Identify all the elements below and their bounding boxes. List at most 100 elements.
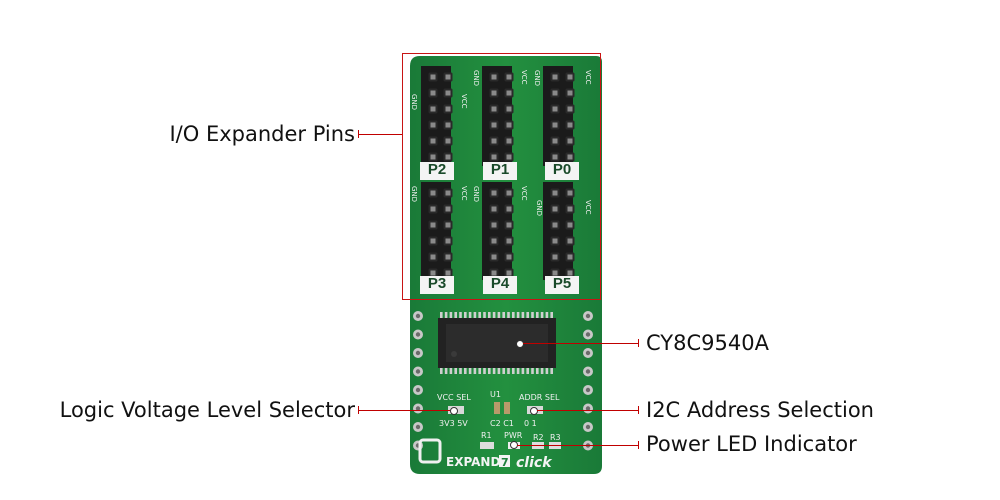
chip-leg — [507, 312, 510, 318]
addr-sel-silk: ADDR SEL — [519, 393, 560, 402]
pwr-silk: PWR — [504, 431, 523, 440]
chip-leg — [521, 312, 525, 318]
chip-leg — [449, 368, 453, 374]
board-name: EXPAND — [446, 455, 500, 469]
chip-leg — [545, 368, 549, 374]
chip-leader-line — [523, 343, 638, 344]
vcc-sel-silk: VCC SEL — [437, 393, 471, 402]
chip-leg — [502, 312, 505, 318]
chip-leg — [521, 368, 525, 374]
mikrobus-pad — [583, 329, 593, 340]
chip-leg — [444, 312, 448, 318]
chip-leg — [536, 368, 539, 374]
svg-text:GND: GND — [410, 186, 418, 202]
logic-callout-dot — [450, 407, 458, 415]
chip-label: CY8C9540A — [646, 331, 769, 355]
port-label-p3: P3 — [427, 275, 447, 292]
svg-text:VCC: VCC — [584, 200, 592, 215]
mikrobus-pad — [583, 366, 593, 377]
chip-leg — [478, 312, 481, 318]
board-name-num: 7 — [501, 456, 509, 469]
chip-callout-dot — [516, 340, 524, 348]
chip-leg — [492, 312, 496, 318]
chip-leg — [488, 312, 491, 318]
chip-leg — [488, 368, 491, 374]
svg-text:GND: GND — [472, 186, 480, 202]
chip-leg — [550, 368, 553, 374]
i2c-address-label: I2C Address Selection — [646, 398, 874, 422]
chip-leg — [440, 368, 443, 374]
svg-text:VCC: VCC — [520, 70, 528, 85]
port-label-p1: P1 — [490, 161, 510, 178]
chip-leg — [459, 312, 462, 318]
addr-opts-silk: 0 1 — [524, 419, 537, 428]
chip-leg — [526, 368, 529, 374]
chip-leg — [526, 312, 529, 318]
svg-text:GND: GND — [533, 70, 541, 86]
chip-leg — [440, 312, 443, 318]
chip-leg — [483, 312, 486, 318]
chip-leg — [497, 312, 501, 318]
power-led-leader-tick — [638, 441, 639, 449]
port-label-p5: P5 — [552, 275, 572, 292]
board-name-click: click — [516, 455, 553, 471]
chip-leg — [550, 312, 553, 318]
chip-leg — [531, 368, 534, 374]
power-led-label: Power LED Indicator — [646, 432, 857, 456]
chip-leg — [468, 312, 472, 318]
chip-leg — [507, 368, 510, 374]
mikrobus-pad — [583, 422, 593, 432]
chip-leg — [516, 368, 520, 374]
chip-leg — [512, 368, 515, 374]
mikrobus-pad — [413, 329, 423, 340]
chip-leg — [540, 368, 544, 374]
mikrobus-pad — [413, 403, 423, 414]
i2c-callout-dot — [530, 407, 538, 415]
svg-text:VCC: VCC — [520, 186, 528, 201]
i2c-leader-line — [537, 410, 638, 411]
logic-voltage-label: Logic Voltage Level Selector — [59, 398, 355, 422]
vcc-opts-silk: 3V3 5V — [439, 419, 468, 428]
chip-leg — [540, 312, 544, 318]
chip-leg — [473, 368, 477, 374]
port-label-p4: P4 — [490, 275, 510, 292]
mikrobus-pad — [413, 385, 423, 395]
svg-text:VCC: VCC — [460, 186, 468, 201]
mikrobus-pad — [583, 403, 593, 414]
logic-leader-line — [358, 410, 450, 411]
chip-leg — [492, 368, 496, 374]
mikrobus-pad — [413, 366, 423, 377]
chip-leg — [454, 368, 457, 374]
mikrobus-pad — [583, 311, 593, 321]
chip-leg — [483, 368, 486, 374]
chip-leg — [536, 312, 539, 318]
chip-leg — [454, 312, 457, 318]
svg-text:GND: GND — [535, 200, 543, 216]
port-label-p2: P2 — [427, 161, 447, 178]
io-expander-pins-label: I/O Expander Pins — [169, 122, 355, 146]
chip-leg — [478, 368, 481, 374]
chip-leg — [516, 312, 520, 318]
r2-silk: R2 — [533, 433, 544, 442]
mikrobus-pad — [413, 348, 423, 358]
chip-leg — [512, 312, 515, 318]
io-pins-highlight-box — [402, 53, 601, 300]
chip-leg — [545, 312, 549, 318]
svg-text:GND: GND — [410, 94, 418, 110]
r1-silk: R1 — [481, 431, 492, 440]
io-leader-line — [358, 134, 402, 135]
svg-text:VCC: VCC — [460, 94, 468, 109]
chip-leg — [464, 312, 467, 318]
port-label-p0: P0 — [552, 161, 572, 178]
chip-leg — [531, 312, 534, 318]
chip-leg — [473, 312, 477, 318]
chip-leg — [449, 312, 453, 318]
i2c-leader-tick — [638, 406, 639, 414]
svg-text:VCC: VCC — [584, 70, 592, 85]
chip-leg — [497, 368, 501, 374]
mikrobus-pad — [413, 422, 423, 432]
chip-leg — [464, 368, 467, 374]
u1-silk: U1 — [490, 390, 501, 399]
mikrobus-pad — [413, 311, 423, 321]
